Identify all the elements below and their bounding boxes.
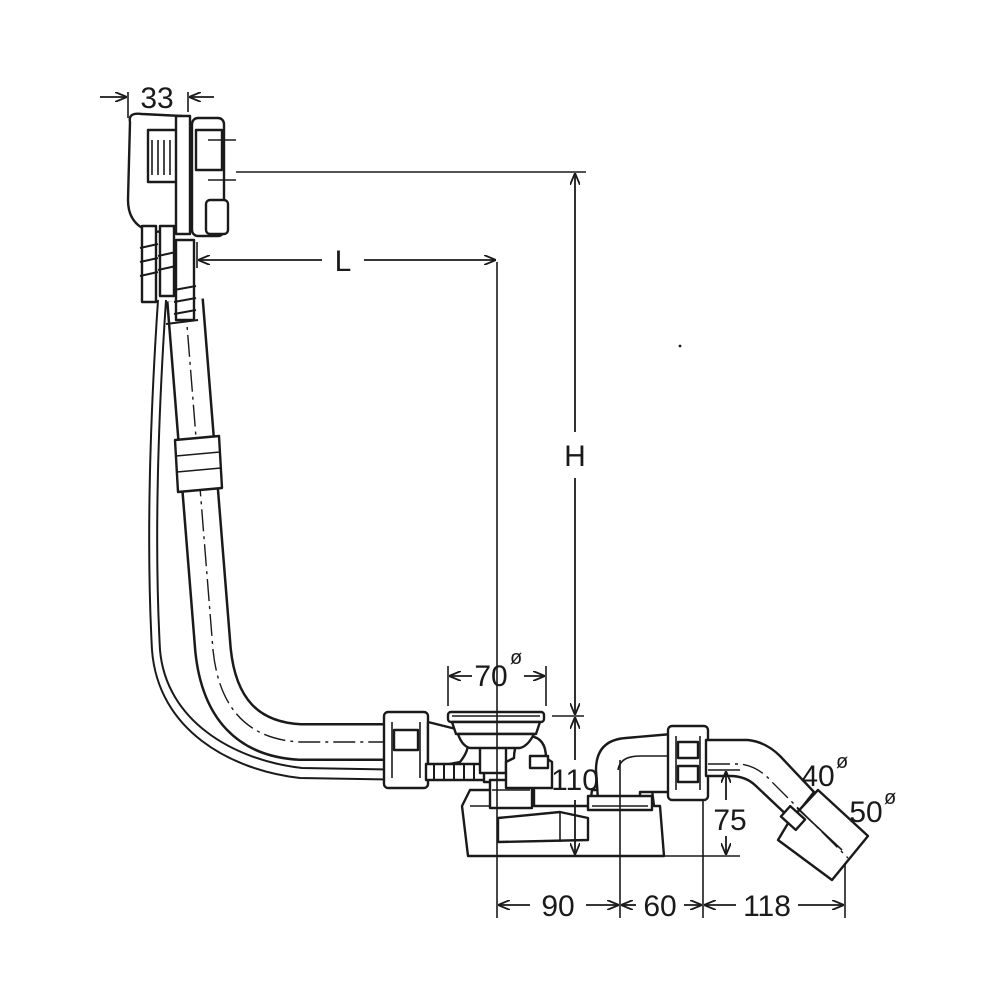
outlet-elbow bbox=[586, 732, 674, 812]
angled-outlet-pipe bbox=[704, 738, 870, 882]
overflow-head bbox=[126, 112, 236, 325]
dim-label-40: 40 bbox=[801, 760, 834, 793]
diameter-symbol-50: ø bbox=[884, 787, 896, 809]
diameter-symbol-40: ø bbox=[836, 751, 848, 773]
dim-label-118: 118 bbox=[743, 890, 791, 923]
reference-lines bbox=[127, 92, 846, 918]
dim-label-70: 70 bbox=[474, 660, 507, 693]
diameter-symbol-70: ø bbox=[510, 647, 522, 669]
dim-label-l: L bbox=[335, 245, 352, 278]
bowden-cable bbox=[148, 299, 421, 781]
dim-label-h: H bbox=[564, 440, 586, 473]
dimension-lines bbox=[100, 97, 843, 905]
overflow-pipe bbox=[166, 298, 420, 761]
stray-dot bbox=[678, 344, 682, 348]
dim-label-110: 110 bbox=[551, 764, 599, 797]
dim-label-60: 60 bbox=[643, 890, 676, 923]
dimension-labels: 33 L H 70 ø 110 75 40 ø 50 ø 90 60 118 bbox=[140, 82, 896, 923]
dim-label-90: 90 bbox=[541, 890, 574, 923]
dim-label-75: 75 bbox=[713, 804, 746, 837]
waste-trap-body bbox=[446, 710, 666, 858]
dim-label-50: 50 bbox=[849, 796, 882, 829]
dim-label-33: 33 bbox=[140, 82, 173, 115]
pipe-sleeve bbox=[173, 434, 224, 494]
union-nut-right bbox=[666, 724, 710, 802]
